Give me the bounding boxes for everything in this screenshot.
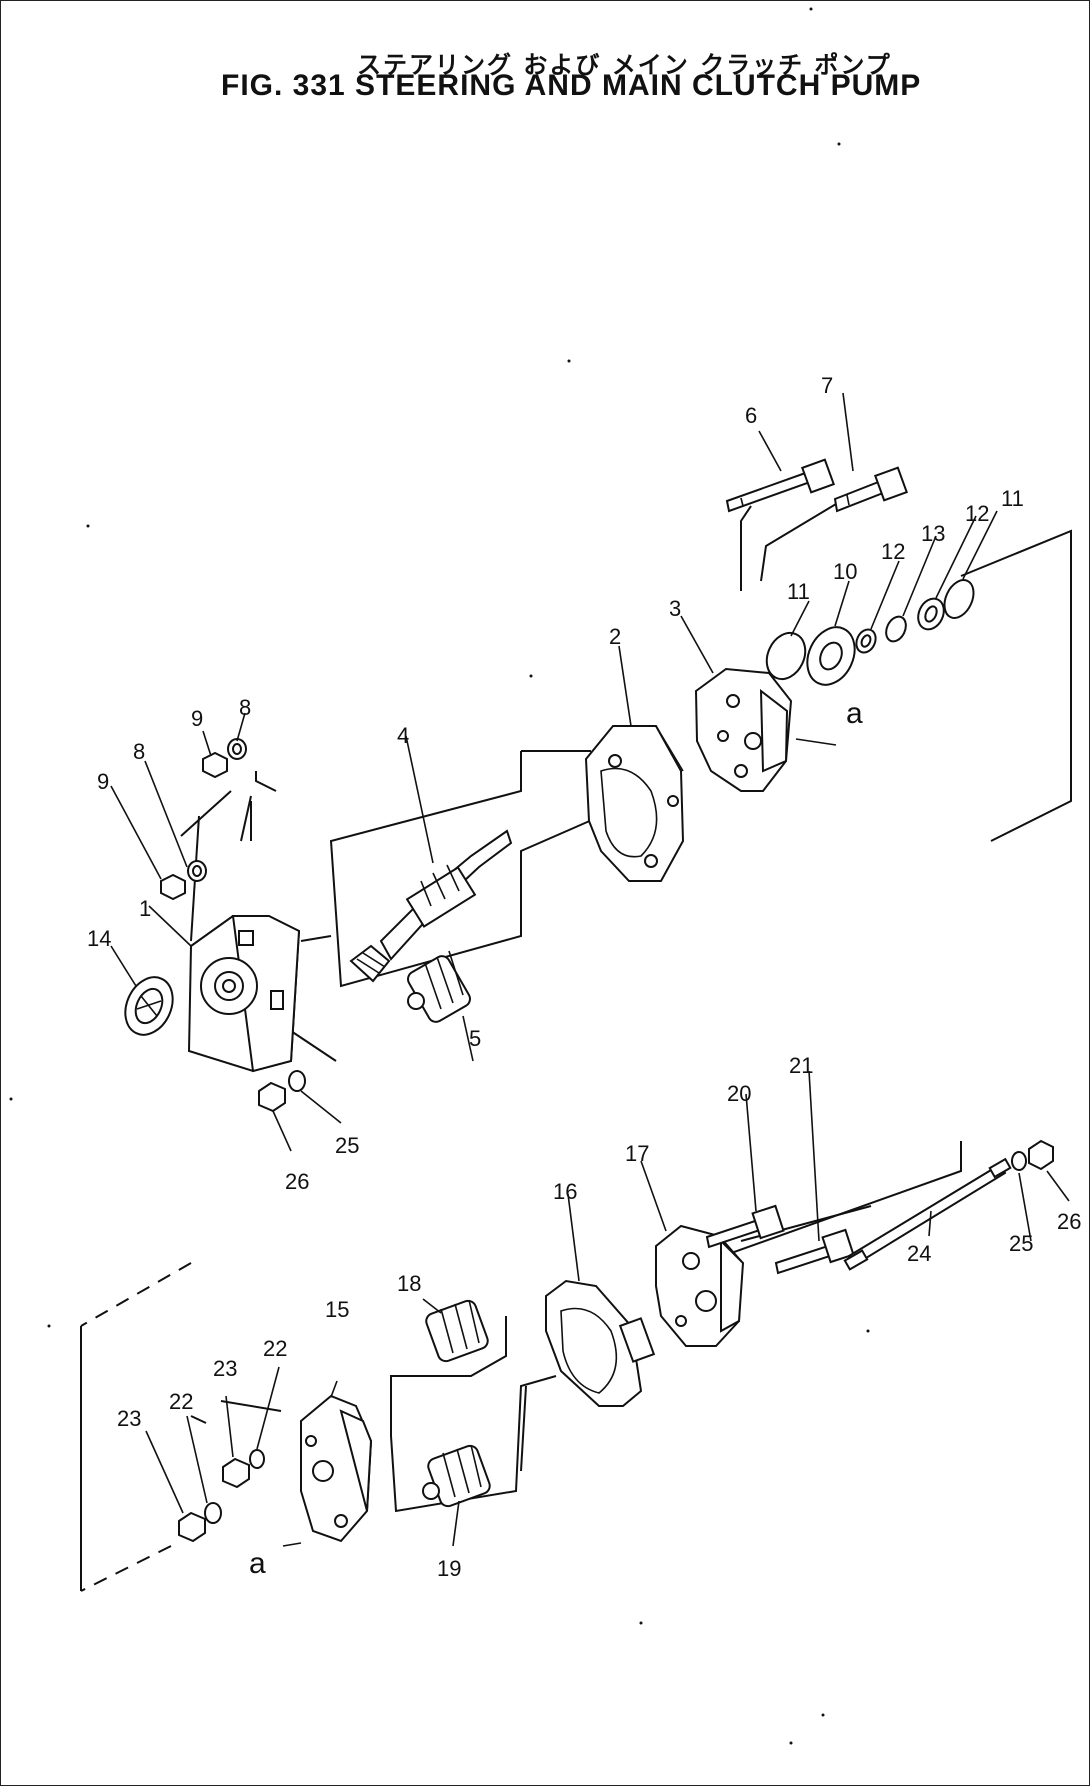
reference-dashed-line-top — [80, 1262, 192, 1327]
part-nut-washer-lower-right — [1011, 1139, 1054, 1171]
label-part-10: 10 — [833, 559, 857, 584]
label-part-1: 1 — [139, 896, 151, 921]
label-part-23-upper: 23 — [213, 1356, 237, 1381]
label-part-21: 21 — [789, 1053, 813, 1078]
label-part-18: 18 — [397, 1271, 421, 1296]
figure-title: FIG. 331 STEERING AND MAIN CLUTCH PUMP — [221, 69, 922, 102]
part-bushing — [806, 626, 856, 686]
reference-dashed-line-bottom — [80, 1545, 172, 1592]
part-stud-bolt — [843, 1157, 1012, 1271]
part-driven-gear — [407, 950, 471, 1023]
label-part-11-left: 11 — [787, 579, 810, 604]
label-part-3: 3 — [669, 596, 681, 621]
part-o-ring-left — [765, 631, 807, 681]
label-part-20: 20 — [727, 1081, 751, 1106]
label-part-22-upper: 22 — [263, 1336, 287, 1361]
label-part-8-lower: 8 — [133, 739, 145, 764]
part-rear-cover-lower — [655, 1224, 745, 1347]
part-front-cover — [187, 914, 301, 1073]
label-part-17: 17 — [625, 1141, 649, 1166]
label-part-7: 7 — [821, 373, 833, 398]
figure-title-japanese: ステアリング および メイン クラッチ ポンプ — [357, 51, 892, 79]
part-gear-case-lower — [545, 1279, 656, 1407]
label-part-9-upper: 9 — [191, 706, 203, 731]
part-gear-18 — [425, 1299, 489, 1363]
part-bearing-left — [855, 628, 877, 654]
label-part-25-lower: 25 — [1009, 1231, 1033, 1256]
label-reference-a-top: a — [846, 697, 863, 730]
part-gear-case — [584, 725, 685, 882]
print-specks — [9, 7, 870, 1745]
part-nut-washer-cover — [258, 1070, 306, 1113]
label-part-16: 16 — [553, 1179, 577, 1204]
label-part-22-lower: 22 — [169, 1389, 193, 1414]
part-bearing-right — [917, 597, 945, 631]
part-nuts-washers-lower — [178, 1449, 265, 1543]
part-bolts-upper — [725, 458, 909, 513]
label-part-8-upper: 8 — [239, 695, 251, 720]
part-labels: 6 7 11 10 12 13 12 11 2 3 a 4 5 9 8 8 9 … — [87, 373, 1081, 1581]
part-gear-19 — [422, 1444, 491, 1508]
part-oil-seal — [124, 976, 174, 1036]
label-part-6: 6 — [745, 403, 757, 428]
label-part-25-upper: 25 — [335, 1133, 359, 1158]
label-part-5: 5 — [469, 1026, 481, 1051]
label-part-23-lower: 23 — [117, 1406, 141, 1431]
part-snap-ring — [885, 615, 907, 643]
label-part-9-lower: 9 — [97, 769, 109, 794]
part-front-cover-lower — [300, 1394, 373, 1543]
part-nuts-washers-upper — [160, 738, 247, 901]
label-part-2: 2 — [609, 624, 621, 649]
part-o-ring-right — [943, 579, 975, 619]
label-part-19: 19 — [437, 1556, 461, 1581]
label-part-12-left: 12 — [881, 539, 905, 564]
part-rear-cover — [694, 667, 793, 792]
label-reference-a-bottom: a — [249, 1547, 266, 1580]
label-part-14: 14 — [87, 926, 111, 951]
label-part-26-upper: 26 — [285, 1169, 309, 1194]
label-part-11-right: 11 — [1001, 486, 1024, 511]
label-part-4: 4 — [397, 723, 409, 748]
leader-lines — [110, 392, 1070, 1547]
label-part-15: 15 — [325, 1297, 349, 1322]
label-part-26-lower: 26 — [1057, 1209, 1081, 1234]
part-drive-gear-shaft — [349, 829, 513, 983]
part-bolts-lower — [705, 1204, 855, 1275]
label-part-12-right: 12 — [965, 501, 989, 526]
label-part-24: 24 — [907, 1241, 931, 1266]
label-part-13: 13 — [921, 521, 945, 546]
